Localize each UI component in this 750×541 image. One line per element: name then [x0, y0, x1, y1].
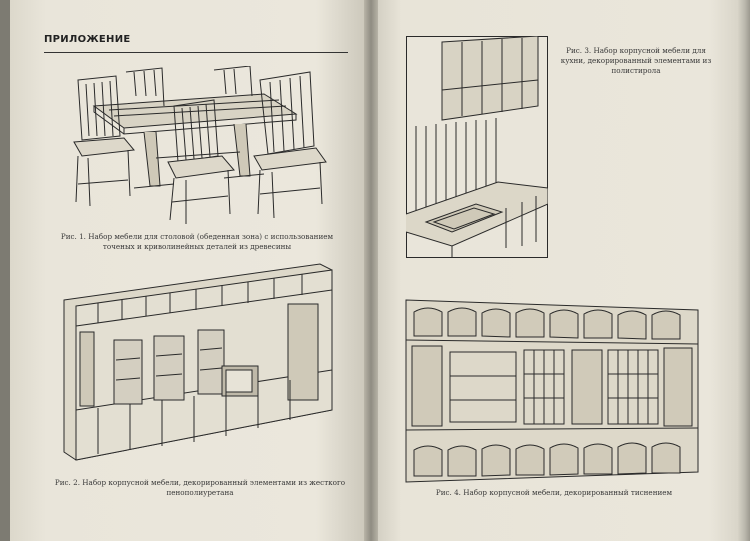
page-header: ПРИЛОЖЕНИЕ [44, 34, 131, 45]
header-rule [44, 52, 348, 53]
page-edges [738, 0, 750, 541]
figure-2-caption: Рис. 2. Набор корпусной мебели, декориро… [54, 478, 346, 497]
kitchen-illustration [406, 36, 548, 258]
book-gutter [364, 0, 378, 541]
figure-4-caption: Рис. 4. Набор корпусной мебели, декориро… [435, 488, 673, 497]
figure-3-caption: Рис. 3. Набор корпусной мебели для кухни… [560, 46, 712, 75]
embossed-cabinet-illustration [402, 296, 702, 486]
dining-set-illustration [64, 66, 334, 226]
wall-unit-illustration [50, 260, 346, 470]
figure-1-caption: Рис. 1. Набор мебели для столовой (обеде… [60, 232, 334, 251]
